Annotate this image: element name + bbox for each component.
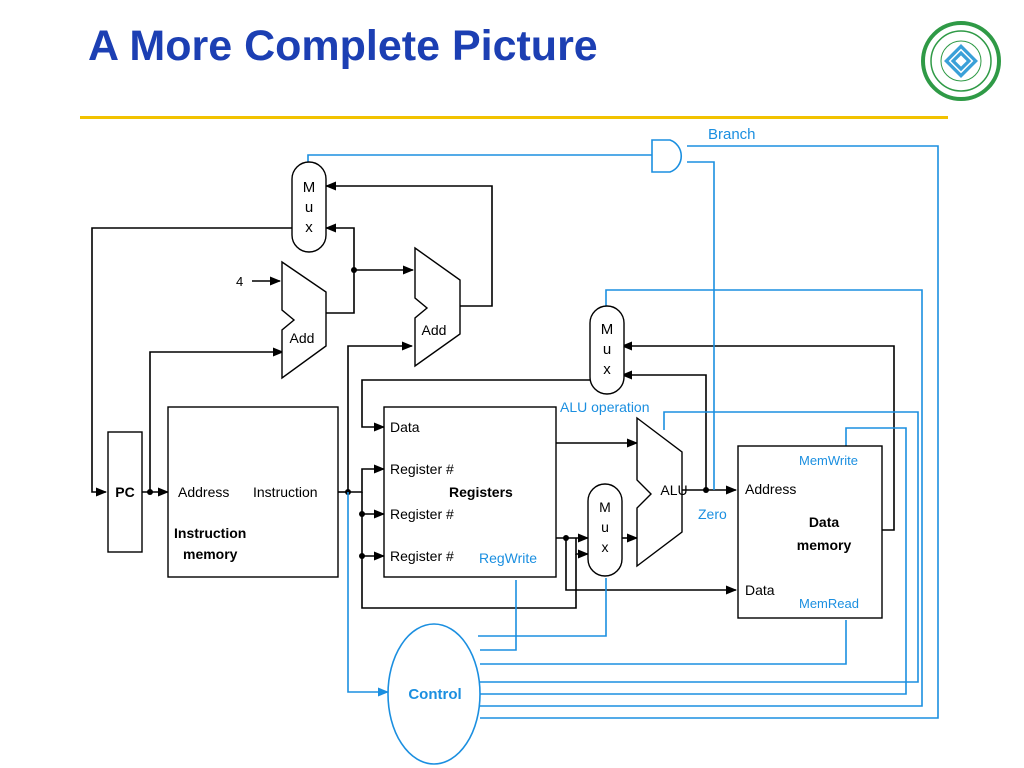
mux-letter: x: [603, 361, 611, 378]
branch-adder: [414, 246, 461, 368]
dm-address-label: Address: [745, 481, 796, 497]
mux-letter: u: [603, 341, 611, 358]
dm-name-line2: memory: [797, 537, 852, 553]
mem-to-reg-mux: M u x: [589, 305, 625, 395]
branch-label: Branch: [708, 126, 756, 143]
mux-letter: M: [599, 499, 611, 515]
alu: [636, 416, 683, 568]
control-label: Control: [408, 686, 461, 703]
im-name-line2: memory: [183, 546, 238, 562]
rf-data-label: Data: [390, 419, 420, 435]
register-file: [383, 406, 557, 578]
mux-letter: u: [305, 199, 313, 216]
alu-label: ALU: [660, 482, 687, 498]
zero-label: Zero: [698, 506, 727, 522]
mux-letter: x: [602, 539, 609, 555]
add2-label: Add: [422, 322, 447, 338]
alu-operation-label: ALU operation: [560, 399, 650, 415]
instruction-memory: [167, 406, 339, 578]
mux-letter: u: [601, 519, 609, 535]
constant-four: 4: [236, 274, 243, 289]
im-address-label: Address: [178, 484, 229, 500]
mux-letter: M: [303, 179, 316, 196]
add1-label: Add: [290, 330, 315, 346]
branch-and-gate: [651, 139, 682, 173]
university-seal-logo: [921, 21, 1001, 101]
im-instruction-label: Instruction: [253, 484, 318, 500]
mux-letter: x: [305, 219, 313, 236]
dm-name-line1: Data: [809, 514, 840, 530]
data-wires: [91, 181, 895, 609]
rf-register3-label: Register #: [390, 548, 454, 564]
memwrite-label: MemWrite: [799, 453, 858, 468]
rf-register2-label: Register #: [390, 506, 454, 522]
pc-adder: [281, 260, 327, 380]
dm-data-label: Data: [745, 582, 775, 598]
rf-name-label: Registers: [449, 484, 513, 500]
title-divider: [80, 116, 948, 119]
mux-letter: M: [601, 321, 614, 338]
program-counter: [107, 431, 143, 553]
datapath-diagram: M u x Branch Add 4 Add M u x ALU operati…: [91, 126, 939, 765]
memread-label: MemRead: [799, 596, 859, 611]
wire-junctions: [147, 267, 709, 559]
control-unit: [387, 623, 481, 765]
alu-source-mux: M u x: [587, 483, 623, 577]
data-memory: [737, 445, 883, 619]
rf-register1-label: Register #: [390, 461, 454, 477]
slide-title: A More Complete Picture: [88, 22, 598, 70]
control-wires: [307, 145, 939, 719]
regwrite-label: RegWrite: [479, 550, 537, 566]
pc-source-mux: M u x: [291, 161, 327, 253]
pc-label: PC: [115, 484, 134, 500]
im-name-line1: Instruction: [174, 525, 246, 541]
